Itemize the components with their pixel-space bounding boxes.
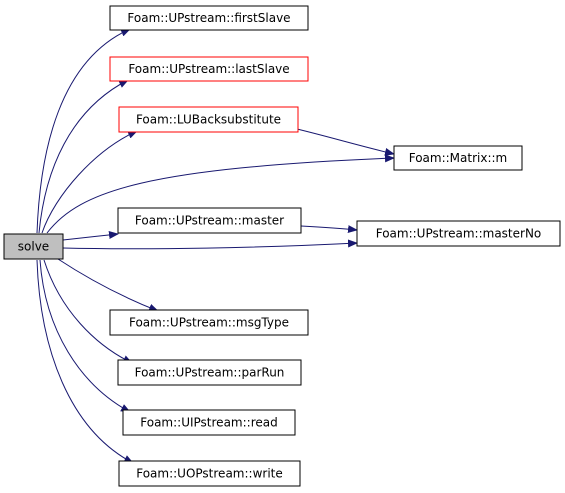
node-LUBacksubstitute-label: Foam::LUBacksubstitute (136, 113, 281, 127)
edge-solve-master (62, 231, 119, 241)
edge-layer (36, 28, 395, 464)
node-write-label: Foam::UOPstream::write (136, 467, 283, 481)
node-layer: solve Foam::UPstream::firstSlave Foam::U… (3, 5, 561, 487)
edge-solve-write (36, 259, 134, 464)
node-firstSlave-label: Foam::UPstream::firstSlave (127, 11, 290, 25)
node-lastSlave[interactable]: Foam::UPstream::lastSlave (109, 56, 309, 82)
node-matrix-m-label: Foam::Matrix::m (409, 151, 508, 165)
edge-solve-lastSlave (38, 79, 129, 234)
edge-solve-read (39, 259, 131, 413)
edge-master-masterNo (300, 225, 358, 234)
node-parRun-label: Foam::UPstream::parRun (135, 366, 285, 380)
edge-solve-parRun (43, 259, 133, 364)
node-solve[interactable]: solve (3, 233, 64, 260)
node-masterNo-label: Foam::UPstream::masterNo (376, 227, 542, 241)
node-read-label: Foam::UIPstream::read (140, 416, 277, 430)
node-matrix-m[interactable]: Foam::Matrix::m (393, 145, 523, 171)
edge-solve-matrix-m (46, 154, 395, 234)
node-firstSlave[interactable]: Foam::UPstream::firstSlave (109, 5, 309, 31)
edge-solve-masterNo (62, 239, 358, 250)
node-msgType-label: Foam::UPstream::msgType (129, 316, 289, 330)
node-solve-label: solve (18, 240, 49, 254)
edge-LUBacksubstitute-matrix-m (296, 128, 395, 156)
node-lastSlave-label: Foam::UPstream::lastSlave (128, 62, 289, 76)
node-write[interactable]: Foam::UOPstream::write (118, 460, 301, 487)
node-read[interactable]: Foam::UIPstream::read (122, 409, 296, 436)
node-masterNo[interactable]: Foam::UPstream::masterNo (356, 220, 561, 247)
node-master-label: Foam::UPstream::master (135, 214, 284, 228)
node-master[interactable]: Foam::UPstream::master (117, 207, 302, 234)
node-parRun[interactable]: Foam::UPstream::parRun (117, 359, 302, 386)
node-LUBacksubstitute[interactable]: Foam::LUBacksubstitute (118, 106, 299, 133)
edge-solve-LUBacksubstitute (41, 130, 138, 234)
edge-solve-msgType (57, 258, 159, 312)
edge-solve-firstSlave (36, 28, 131, 234)
node-msgType[interactable]: Foam::UPstream::msgType (109, 309, 309, 336)
